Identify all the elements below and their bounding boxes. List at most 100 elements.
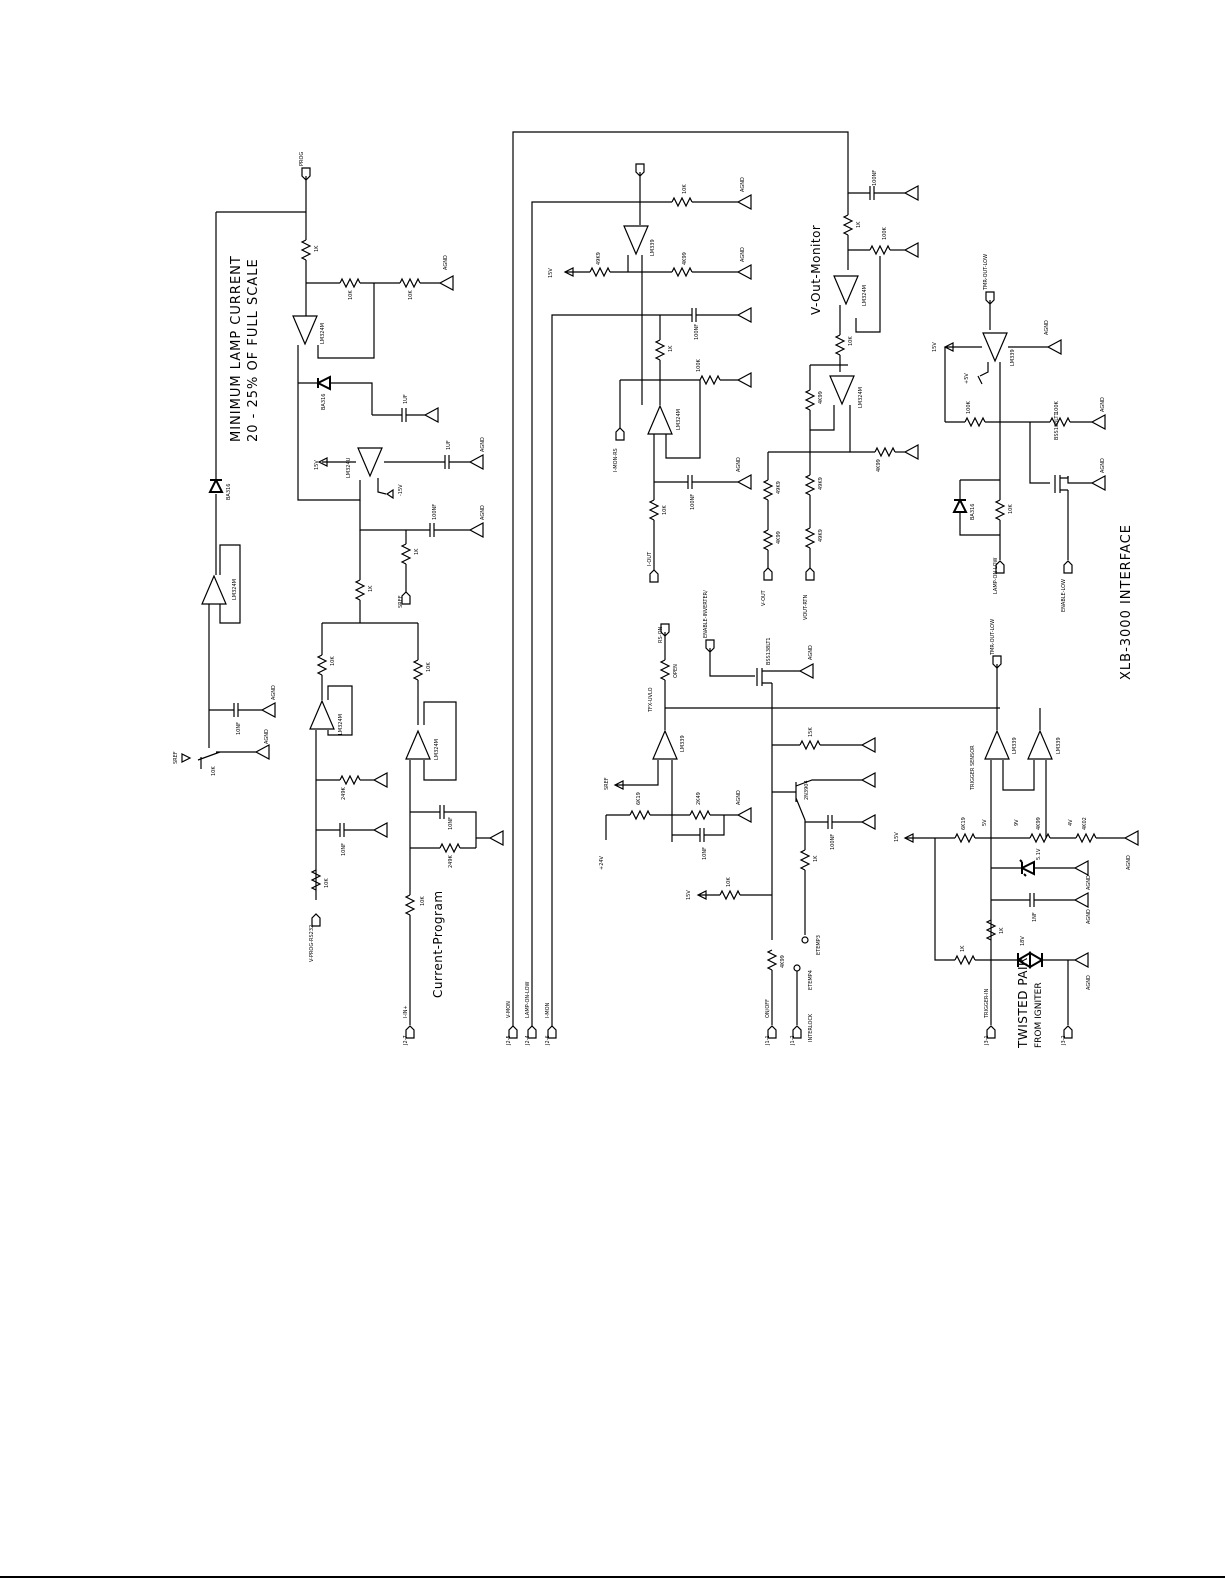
on-off-label: ON/OFF: [765, 999, 771, 1018]
opamp-label: LM324M: [434, 739, 440, 760]
agnd-label: AGND: [736, 790, 742, 805]
resistor-label: 1K: [813, 855, 819, 862]
on-off-uvlo-section: RS-ON OPEN TFX-UVLO ENABLE-INVERTER/ BSS…: [599, 590, 1000, 1046]
agnd-label: AGND: [740, 247, 746, 262]
tmr-out-low-label: TMR-OUT-LOW: [990, 619, 996, 656]
cap-label: 10NF: [236, 722, 242, 735]
resistor-label: 4K99: [780, 955, 786, 968]
opamp-label: LM324U: [346, 457, 352, 478]
cap-label: 10NF: [702, 847, 708, 860]
diode-label: BA316: [226, 484, 232, 500]
resistor-label: 6K19: [961, 817, 967, 830]
lamp-on-low-label: LAMP-ON-LOW: [525, 981, 531, 1018]
rail-label: 15V: [686, 890, 692, 900]
resistor-label: 49K9: [818, 477, 824, 490]
comparator-label: LM339: [1056, 737, 1062, 754]
enable-low-label: ENABLE-LOW: [1061, 579, 1067, 612]
cap-label: 100NF: [872, 170, 878, 186]
resistor-label: 10K: [330, 656, 336, 666]
agnd-label: AGND: [443, 255, 449, 270]
resistor-label: 1K: [368, 585, 374, 592]
rail-label: 15V: [894, 832, 900, 842]
j3-2-label: J3-2: [1061, 1035, 1067, 1046]
cap-label: 1NF: [1032, 912, 1038, 922]
rail-label: 4V: [1068, 819, 1074, 826]
cap-label: 100NF: [432, 504, 438, 520]
lamp-on-low-label: LAMP-ON-LOW: [993, 557, 999, 594]
j2-7-label: J2-7: [403, 1035, 409, 1046]
v-out-label: V-OUT: [761, 589, 767, 606]
agnd-label: AGND: [480, 437, 486, 452]
resistor-label: 10K: [348, 290, 354, 300]
rail-label: -15V: [398, 484, 404, 496]
v-out-monitor-section: 100NF 1K 100K LM324M V-Out-Monitor 10K L…: [761, 170, 919, 620]
vout-rtn-label: VOUT-RTN: [803, 595, 809, 620]
tfx-uvlo-label: TFX-UVLO: [648, 687, 654, 713]
comparator-label: LM339: [1012, 737, 1018, 754]
comparator-label: LM339: [650, 239, 656, 256]
current-program-title: Current-Program: [431, 890, 445, 998]
agnd-label: AGND: [1086, 909, 1092, 924]
opamp-label: LM324M: [232, 579, 238, 600]
sref-label: SREF: [398, 595, 404, 608]
resistor-label: 10K: [420, 896, 426, 906]
resistor-label: 4K99: [818, 391, 824, 404]
resistor-label: 15K: [808, 727, 814, 737]
j1-1-label: J1-1: [765, 1035, 771, 1046]
resistor-label: 10K: [408, 290, 414, 300]
cap-label: 10NF: [341, 843, 347, 856]
twisted-pair-label: TWISTED PAIR: [1016, 957, 1030, 1049]
enable-logic-section: TMR-OUT-LOW LM339 AGND 15V +5V 100K 100K…: [932, 254, 1134, 680]
agnd-label: AGND: [1126, 855, 1132, 870]
agnd-label: AGND: [264, 729, 270, 744]
sref-label: SREF: [604, 777, 610, 790]
resistor-label: 4K99: [1036, 817, 1042, 830]
etemp3-label: ETEMP3: [816, 935, 822, 955]
trigger-sensor-section: TMR-OUT-LOW LM339 TRIGGER SENSOR LM339 1…: [894, 619, 1139, 1049]
enable-inverter-label: ENABLE-INVERTER/: [703, 590, 709, 638]
resistor-label: 10K: [848, 336, 854, 346]
i-mon-label: I-MON: [545, 1002, 551, 1018]
footer-rule: [0, 1576, 1225, 1578]
resistor-label: 1K: [414, 548, 420, 555]
resistor-label: 49K9: [818, 529, 824, 542]
rail-label: 5V: [982, 819, 988, 826]
tmr-out-low-label: TMR-OUT-LOW: [983, 254, 989, 291]
agnd-label: AGND: [1086, 875, 1092, 890]
rail-label: 15V: [548, 268, 554, 278]
resistor-label: 10K: [682, 184, 688, 194]
resistor-label: 49K9: [776, 481, 782, 494]
resistor-label: 6K19: [636, 792, 642, 805]
resistor-label: 249K: [448, 854, 454, 868]
resistor-label: 1K: [314, 245, 320, 252]
cap-label: 10NF: [448, 817, 454, 830]
resistor-label: 100K: [1054, 400, 1060, 414]
sref-label: SREF: [173, 751, 179, 764]
resistor-label: 1K: [856, 221, 862, 228]
comparator-label: LM339: [680, 735, 686, 752]
open-label: OPEN: [673, 664, 679, 678]
agnd-label: AGND: [271, 685, 277, 700]
agnd-label: AGND: [1100, 397, 1106, 412]
resistor-label: 4K02: [1082, 817, 1088, 830]
mosfet-label: BSS138LT1: [766, 637, 772, 665]
resistor-label: 49K9: [596, 252, 602, 265]
resistor-label: 100K: [882, 226, 888, 240]
resistor-label: 4K99: [876, 459, 882, 472]
agnd-label: AGND: [740, 177, 746, 192]
mosfet-label: BSS138LT1: [1054, 412, 1060, 440]
minimum-lamp-current-section: PROG 1K AGND 10K 10K LM324M BA316 1UF LM…: [173, 152, 504, 1046]
cap-label: 100NF: [830, 834, 836, 850]
rail-label: +5V: [964, 373, 970, 384]
agnd-label: AGND: [808, 645, 814, 660]
v-out-monitor-title: V-Out-Monitor: [809, 225, 823, 315]
i-mon-rs-label: I-MON-RS: [613, 448, 619, 472]
i-mon-section: 10K AGND LM339 15V 49K9 4K99 AGND 100NF …: [548, 163, 752, 583]
agnd-label: AGND: [480, 505, 486, 520]
minimum-lamp-current-title: MINIMUM LAMP CURRENT: [229, 255, 244, 442]
trigger-sensor-label: TRIGGER SENSOR: [970, 745, 976, 791]
j2-6-label: J2-6: [545, 1035, 551, 1046]
resistor-label: 4K99: [776, 531, 782, 544]
trigger-in-label: TRIGGER-IN: [984, 989, 990, 1019]
